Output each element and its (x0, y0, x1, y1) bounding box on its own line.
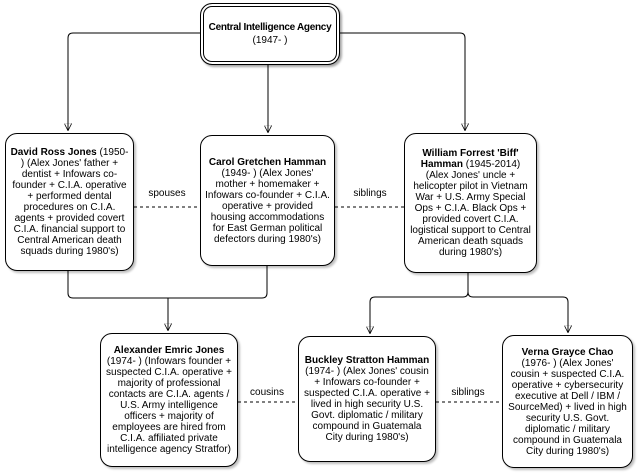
node-buckley-stratton-hamman: Buckley Stratton Hamman (1974- ) (Alex J… (298, 336, 436, 462)
org-name: Central Intelligence Agency (208, 22, 332, 33)
person-desc: (1974- ) (Alex Jones' cousin + Infowars … (304, 366, 430, 443)
node-carol-gretchen-hamman: Carol Gretchen Hamman (1949- ) (Alex Jon… (200, 135, 335, 266)
person-name: Carol Gretchen Hamman (208, 156, 327, 168)
person-desc: (1976- ) (Alex Jones' cousin + suspected… (508, 357, 627, 457)
node-text: David Ross Jones (1950- ) (Alex Jones' f… (10, 147, 129, 257)
org-dates: (1947- ) (252, 35, 288, 46)
person-name: William Forrest 'Biff' Hamman (420, 148, 519, 170)
node-text: Buckley Stratton Hamman (1974- ) (Alex J… (303, 355, 431, 443)
person-name: Verna Grayce Chao (521, 346, 614, 358)
edge-label-cousins: cousins (248, 387, 286, 398)
person-desc: (1974- ) (Infowars founder + suspected C… (106, 356, 232, 455)
edge-william-to-buckley (370, 273, 469, 333)
node-verna-grayce-chao: Verna Grayce Chao (1976- ) (Alex Jones' … (502, 335, 633, 468)
person-name: Alexander Emric Jones (113, 345, 225, 356)
node-text: William Forrest 'Biff' Hamman (1945-2014… (409, 148, 532, 258)
node-central-intelligence-agency: Central Intelligence Agency (1947- ) (200, 3, 340, 65)
edge-cia-to-william (338, 32, 465, 130)
node-text: Alexander Emric Jones (1974- ) (Infowars… (105, 345, 233, 455)
person-desc: (1949- ) (Alex Jones' mother + homemaker… (205, 167, 330, 245)
edge-william-to-verna (467, 273, 568, 332)
person-name: Buckley Stratton Hamman (304, 355, 430, 366)
edge-david-to-join (67, 271, 168, 299)
person-name: David Ross Jones (10, 147, 97, 158)
node-alexander-emric-jones: Alexander Emric Jones (1974- ) (Infowars… (100, 333, 238, 467)
edge-cia-to-david (68, 32, 200, 130)
edge-label-siblings-bottom: siblings (449, 387, 487, 398)
node-william-forrest-biff-hamman: William Forrest 'Biff' Hamman (1945-2014… (404, 133, 537, 273)
person-desc: (1945-2014) (Alex Jones' uncle + helicop… (410, 159, 531, 258)
edge-label-spouses: spouses (146, 188, 188, 199)
node-text: Verna Grayce Chao (1976- ) (Alex Jones' … (507, 347, 628, 457)
node-text: Carol Gretchen Hamman (1949- ) (Alex Jon… (205, 157, 330, 245)
node-david-ross-jones: David Ross Jones (1950- ) (Alex Jones' f… (5, 133, 134, 271)
person-desc: (1950- ) (Alex Jones' father + dentist +… (12, 147, 129, 257)
edge-label-siblings-top: siblings (351, 188, 389, 199)
edge-carol-to-join (168, 266, 268, 299)
node-text: Central Intelligence Agency (1947- ) (209, 22, 332, 46)
